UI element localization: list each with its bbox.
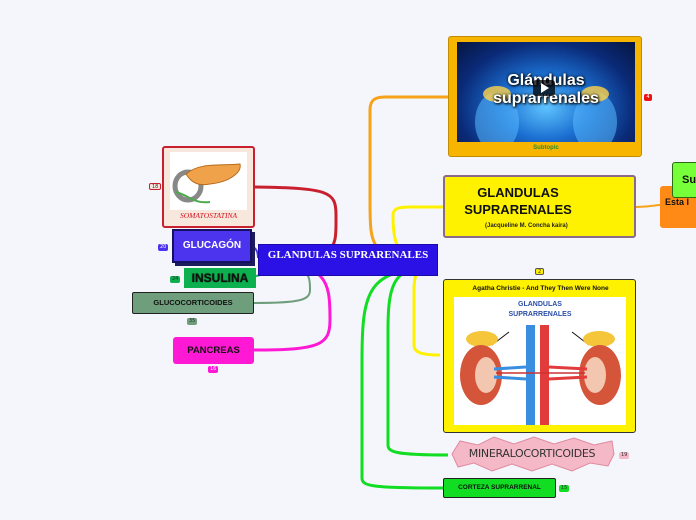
title-card-badge: 2 <box>535 268 545 275</box>
kidney-glow-graphic <box>475 86 617 142</box>
glandulas-subtitle: (Jacqueline M. Concha kaira) <box>485 223 568 229</box>
pancreas-badge: 16 <box>208 366 219 373</box>
glucagon-badge: 20 <box>158 244 169 251</box>
su-label: Su <box>682 174 696 186</box>
pancreas-image <box>170 152 247 210</box>
image-card[interactable]: Agatha Christie - And They Then Were Non… <box>443 279 636 433</box>
video-badge: 4 <box>644 94 652 101</box>
central-topic[interactable]: GLANDULAS SUPRARENALES <box>258 244 438 276</box>
kidney-diagram-icon <box>460 325 621 425</box>
glucagon-label: GLUCAGÓN <box>182 240 242 251</box>
glandulas-title-card[interactable]: GLANDULAS SUPRARENALES (Jacqueline M. Co… <box>443 175 636 238</box>
pancreas-node[interactable]: PANCREAS <box>173 337 254 364</box>
insulina-label: INSULINA <box>191 271 249 285</box>
su-node[interactable]: Su <box>672 162 696 198</box>
glucocorticoides-badge: 35 <box>187 318 198 325</box>
diagram-label: GLANDULAS SUPRARRENALES <box>508 301 572 318</box>
somatostatina-badge: 18 <box>149 183 162 190</box>
esta-label: Esta l <box>665 197 690 207</box>
glucocorticoides-label: GLUCOCORTICOIDES <box>153 298 233 307</box>
corteza-badge: 15 <box>559 485 570 492</box>
insulina-node[interactable]: INSULINA <box>184 268 256 288</box>
corteza-suprarrenal-node[interactable]: CORTEZA SUPRARRENAL <box>443 478 556 498</box>
mineral-badge: 19 <box>619 452 630 459</box>
glucocorticoides-node[interactable]: GLUCOCORTICOIDES <box>132 292 254 314</box>
corteza-label: CORTEZA SUPRARRENAL <box>458 484 541 491</box>
somatostatina-node[interactable]: SOMATOSTATINA <box>162 146 255 228</box>
mineralocorticoides-node[interactable]: MINERALOCORTICOIDES <box>448 435 616 473</box>
glandulas-title: GLANDULAS SUPRARENALES <box>464 185 572 217</box>
mineralocorticoides-label: MINERALOCORTICOIDES <box>468 447 596 460</box>
somatostatina-label: SOMATOSTATINA <box>179 211 238 220</box>
cloud-shape <box>451 436 615 472</box>
adrenal-diagram-image: GLANDULAS SUPRARRENALES <box>454 297 626 425</box>
video-card[interactable]: Glándulas suprarrenales Subtopic <box>448 36 642 157</box>
image-card-title: Agatha Christie - And They Then Were Non… <box>472 285 609 292</box>
pancreas-icon <box>172 163 241 204</box>
video-caption: Subtopic <box>533 145 559 151</box>
video-thumbnail[interactable]: Glándulas suprarrenales <box>457 42 635 142</box>
glucagon-node[interactable]: GLUCAGÓN <box>172 229 252 263</box>
pancreas-label: PANCREAS <box>187 345 240 356</box>
central-topic-label: GLANDULAS SUPRARENALES <box>267 249 429 261</box>
play-icon[interactable] <box>533 80 555 96</box>
insulina-badge: 24 <box>170 276 181 283</box>
